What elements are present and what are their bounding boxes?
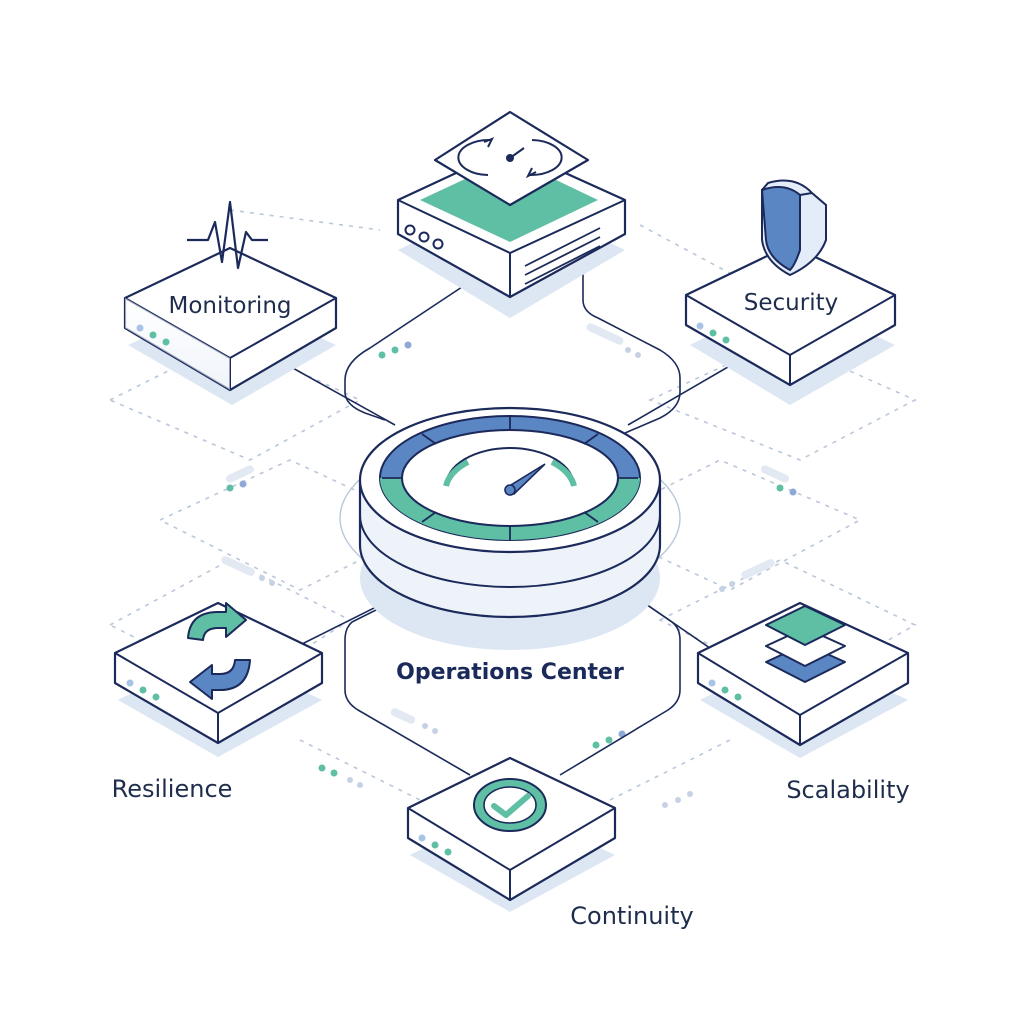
center-label: Operations Center [396, 660, 624, 685]
shield-icon [760, 179, 827, 277]
monitoring-node[interactable] [123, 200, 338, 392]
security-node[interactable] [684, 179, 897, 387]
operations-center-hub[interactable]: Operations Center [339, 406, 681, 685]
checkmark-icon [473, 778, 547, 832]
top-server-node[interactable] [396, 110, 627, 299]
monitoring-label: Monitoring [169, 293, 292, 319]
scalability-node[interactable]: Scalability [696, 601, 910, 804]
refresh-gauge-icon [433, 110, 590, 207]
connector-lines [281, 262, 741, 776]
heartbeat-icon [187, 200, 268, 270]
layers-icon [765, 605, 846, 683]
indicator-dots [221, 323, 797, 808]
resilience-node[interactable]: Resilience [112, 601, 324, 803]
status-lights [404, 224, 444, 250]
continuity-label: Continuity [570, 902, 693, 930]
resilience-label: Resilience [112, 775, 233, 803]
speedometer-icon [443, 447, 577, 496]
scalability-label: Scalability [786, 776, 909, 804]
sync-arrows-icon [187, 602, 251, 700]
security-label: Security [744, 290, 838, 316]
continuity-node[interactable]: Continuity [406, 756, 694, 930]
